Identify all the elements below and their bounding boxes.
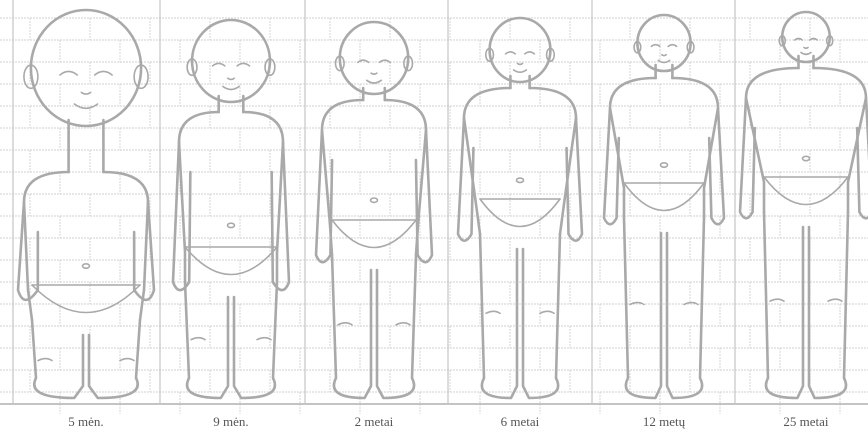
torso-outline xyxy=(464,88,576,234)
knee xyxy=(828,299,842,301)
age-caption-9-months: 9 mėn. xyxy=(213,414,248,429)
left-arm xyxy=(740,98,755,218)
right-leg xyxy=(523,234,560,398)
person-figure xyxy=(316,22,432,398)
navel xyxy=(517,178,524,182)
person-figure xyxy=(458,18,582,398)
navel xyxy=(371,198,378,202)
left-arm xyxy=(604,108,619,224)
left-leg xyxy=(480,234,517,398)
navel xyxy=(803,156,810,160)
navel xyxy=(228,223,235,227)
torso-outline xyxy=(322,100,426,255)
briefs xyxy=(185,247,277,275)
mouth xyxy=(367,80,381,83)
briefs xyxy=(480,199,560,227)
torso-outline xyxy=(610,78,718,218)
briefs xyxy=(624,183,704,211)
knee xyxy=(770,299,784,301)
nose xyxy=(81,92,90,94)
person-figure xyxy=(604,15,724,398)
right-arm xyxy=(709,108,724,224)
knee xyxy=(486,311,500,313)
nose xyxy=(228,78,235,79)
knee xyxy=(191,338,205,340)
eye xyxy=(95,71,112,74)
figures-layer xyxy=(18,10,868,398)
age-caption-12-years: 12 metų xyxy=(643,414,686,429)
navel xyxy=(661,163,668,167)
mouth xyxy=(801,53,811,55)
nose xyxy=(371,73,377,74)
age-caption-6-years: 6 metai xyxy=(501,414,540,429)
nose xyxy=(804,48,808,49)
eye xyxy=(668,45,676,47)
knee xyxy=(338,323,352,325)
right-leg xyxy=(377,255,416,398)
measurement-grid xyxy=(0,0,868,414)
nose xyxy=(662,55,666,56)
knee xyxy=(38,359,52,361)
left-leg xyxy=(624,218,661,398)
eye xyxy=(525,52,535,54)
briefs xyxy=(764,177,848,205)
age-caption-25-years: 25 metai xyxy=(783,414,829,429)
knee xyxy=(120,359,134,361)
eye xyxy=(213,63,225,65)
person-figure xyxy=(18,10,154,398)
left-leg xyxy=(332,255,371,398)
knee xyxy=(257,338,271,340)
eye xyxy=(237,63,249,65)
knee xyxy=(540,311,554,313)
navel xyxy=(83,264,90,268)
age-caption-2-years: 2 metai xyxy=(355,414,394,429)
age-caption-5-months: 5 mėn. xyxy=(68,414,103,429)
right-leg xyxy=(667,218,704,398)
age-captions: 5 mėn. 9 mėn. 2 metai 6 metai 12 metų 25… xyxy=(68,414,829,429)
briefs xyxy=(32,285,140,313)
person-figure xyxy=(173,20,289,398)
mouth xyxy=(514,70,527,72)
torso-outline xyxy=(746,68,866,212)
mouth xyxy=(658,60,669,62)
knee xyxy=(396,323,410,325)
person-figure xyxy=(740,12,868,398)
nose xyxy=(517,63,522,64)
eye xyxy=(651,45,659,47)
eye xyxy=(506,52,516,54)
eye xyxy=(60,71,77,74)
briefs xyxy=(332,220,416,248)
mouth xyxy=(223,86,239,89)
